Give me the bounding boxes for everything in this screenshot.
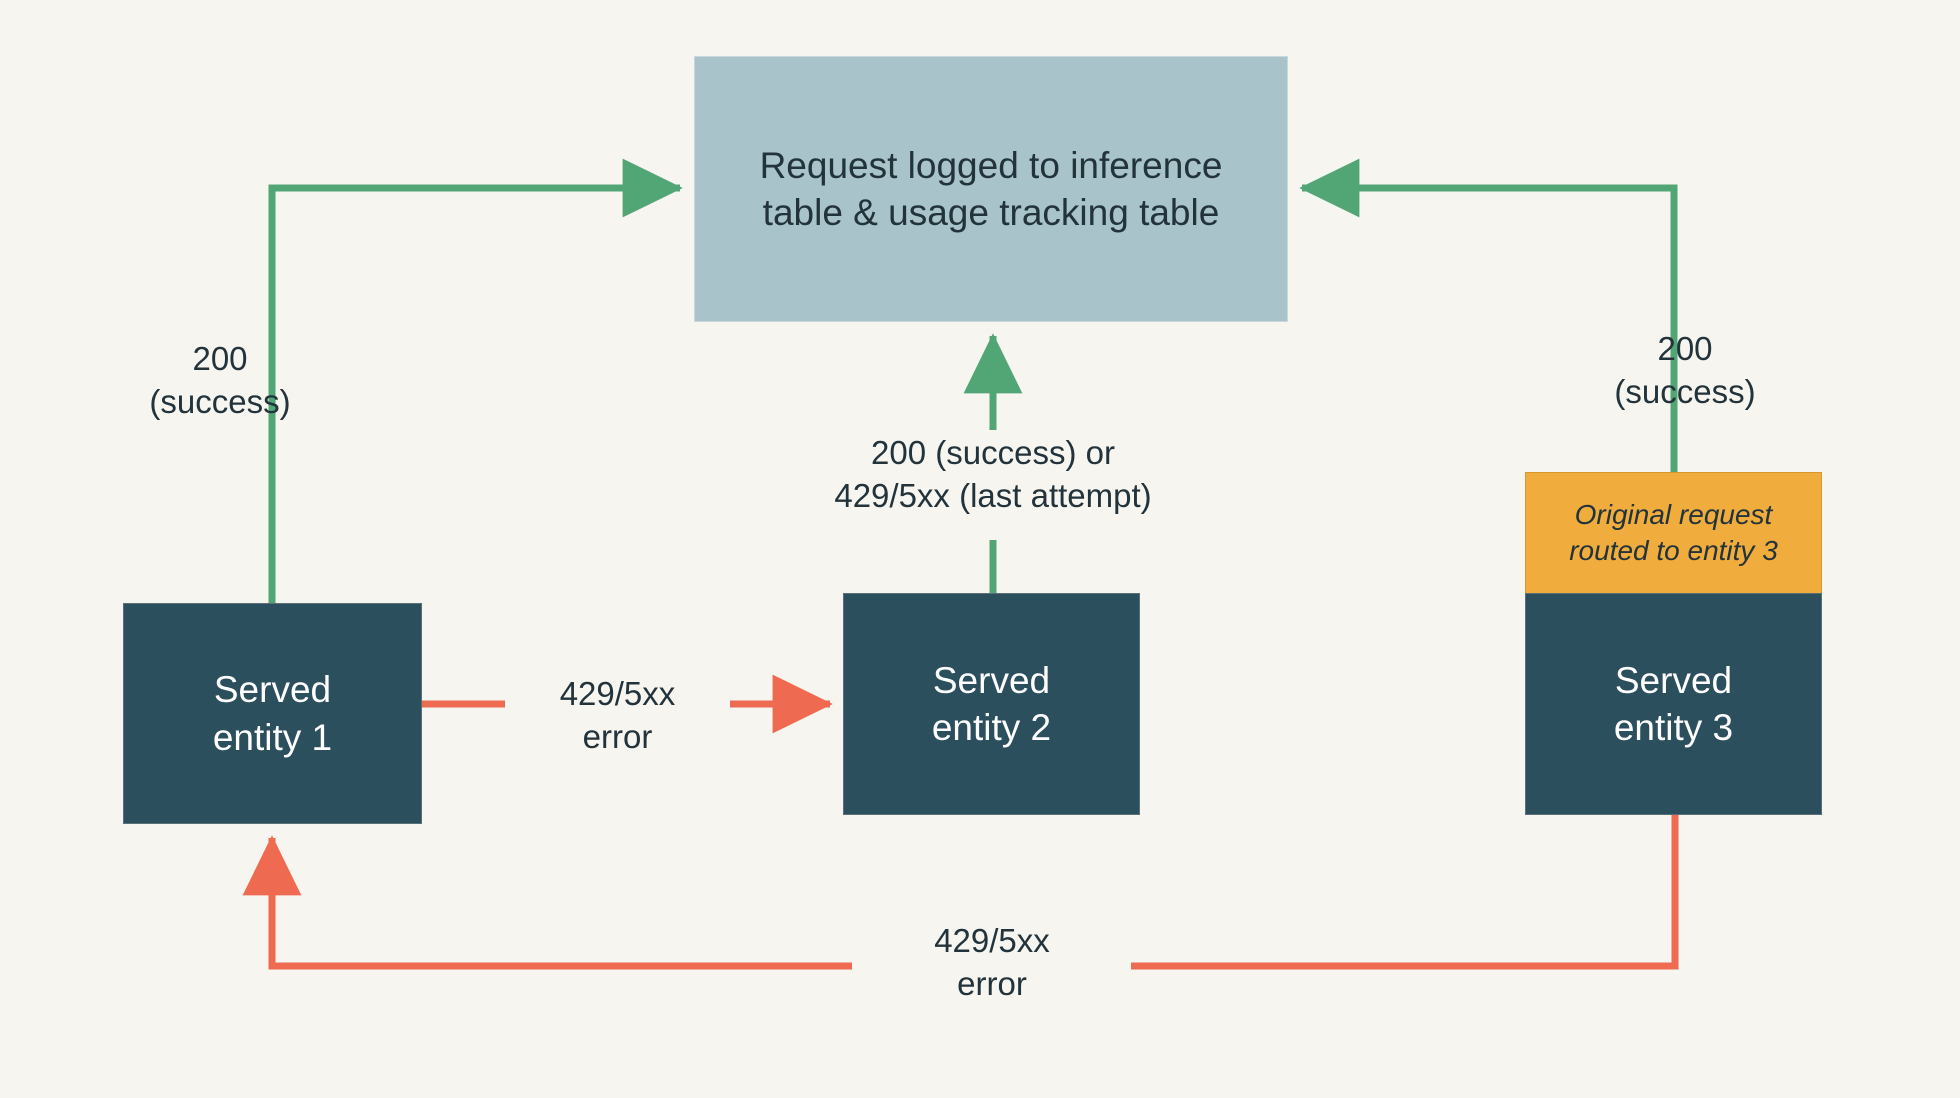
node-original-request-note-line2: routed to entity 3 [1569, 535, 1778, 566]
node-log-box[interactable]: Request logged to inference table & usag… [694, 56, 1288, 322]
node-served-entity-2-line2: entity 2 [931, 707, 1052, 748]
node-original-request-note-label: Original request routed to entity 3 [1569, 497, 1778, 570]
edge-label-entity1-to-entity2-error: 429/5xx error [559, 675, 676, 755]
node-served-entity-1-line1: Served [213, 669, 332, 711]
edge-entity3-to-entity1-right [1131, 815, 1679, 970]
node-original-request-note-line1: Original request [1574, 498, 1773, 530]
node-served-entity-3[interactable]: Served entity 3 [1525, 593, 1822, 815]
node-served-entity-3-label: Served entity 3 [1614, 657, 1733, 752]
edge-entity1-to-log [268, 158, 683, 603]
node-original-request-note[interactable]: Original request routed to entity 3 [1525, 472, 1822, 594]
node-log-box-line2: table & usage tracking table [762, 192, 1220, 233]
edge-label-entity3-success: 200 (success) [1614, 330, 1756, 410]
node-served-entity-2[interactable]: Served entity 2 [843, 593, 1140, 815]
edge-entity3-to-log [1299, 158, 1678, 472]
node-served-entity-2-label: Served entity 2 [932, 657, 1051, 752]
node-served-entity-3-line2: entity 3 [1613, 707, 1734, 748]
edge-label-entity3-to-entity1-error: 429/5xx error [934, 922, 1050, 1002]
edge-entity3-to-entity1-left [242, 835, 852, 970]
node-served-entity-2-line1: Served [932, 659, 1051, 701]
edge-label-entity1-success: 200 (success) [149, 340, 291, 420]
node-served-entity-1-line2: entity 1 [212, 716, 333, 758]
node-log-box-label: Request logged to inference table & usag… [760, 142, 1223, 237]
node-served-entity-1-label: Served entity 1 [213, 666, 332, 761]
node-served-entity-3-line1: Served [1614, 659, 1733, 701]
node-served-entity-1[interactable]: Served entity 1 [123, 603, 422, 824]
edge-label-entity2-outcome: 200 (success) or 429/5xx (last attempt) [834, 434, 1152, 514]
node-log-box-line1: Request logged to inference [759, 144, 1223, 186]
